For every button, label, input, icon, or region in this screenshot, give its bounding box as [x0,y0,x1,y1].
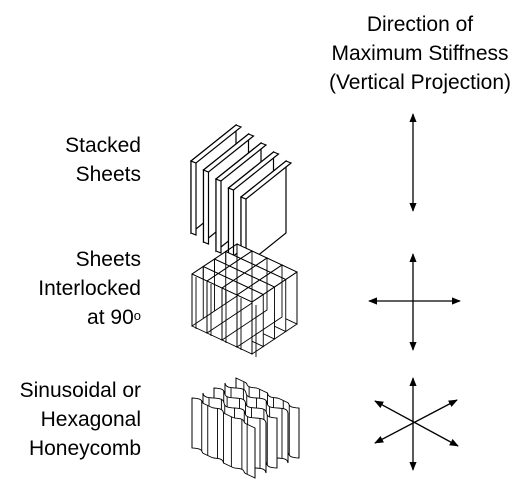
grid-top-line [251,271,298,303]
row-label-line: at 90o [38,303,141,332]
sheet-edge [227,187,235,263]
row-label-line: Interlocked [38,277,141,300]
sheet-edge [215,178,222,254]
grid-top-line [236,243,298,273]
cross-double-arrow-icon [368,253,461,351]
six-way-arrow-icon [374,377,459,471]
stacked-sheets-icon [189,123,293,272]
sheet-top [239,160,293,200]
degree-superscript: o [133,308,141,323]
interlocked-sheets-icon [191,243,298,357]
row-label-line: Sinusoidal or [19,379,141,402]
column-header: Direction of Maximum Stiffness (Vertical… [316,10,524,97]
header-line-2: Maximum Stiffness [331,42,509,65]
sheet-edge [190,160,197,236]
grid-top-line [225,251,286,280]
row-label-line: Sheets [75,163,141,186]
sheet-top [227,151,280,191]
sheet-top [202,133,255,173]
honeycomb-icon [191,377,300,479]
grid-top-line [221,257,268,289]
row-label-line: Stacked [65,134,141,157]
row-label-line: Sheets [75,248,141,271]
row-label-text: at 90 [87,306,134,329]
grid-top-line [236,264,283,296]
row-label-line: Hexagonal [40,408,141,431]
row-label-interlocked-sheets: Sheets Interlocked at 90o [38,245,141,332]
sheet-top [189,124,243,164]
header-line-3: (Vertical Projection) [328,71,512,94]
row-label-stacked-sheets: Stacked Sheets [65,131,141,189]
header-line-1: Direction of [366,13,474,36]
row-label-line: Honeycomb [28,437,141,460]
row-label-honeycomb: Sinusoidal or Hexagonal Honeycomb [20,376,141,463]
sheet-edge [202,169,210,245]
sheet-top [214,142,268,182]
